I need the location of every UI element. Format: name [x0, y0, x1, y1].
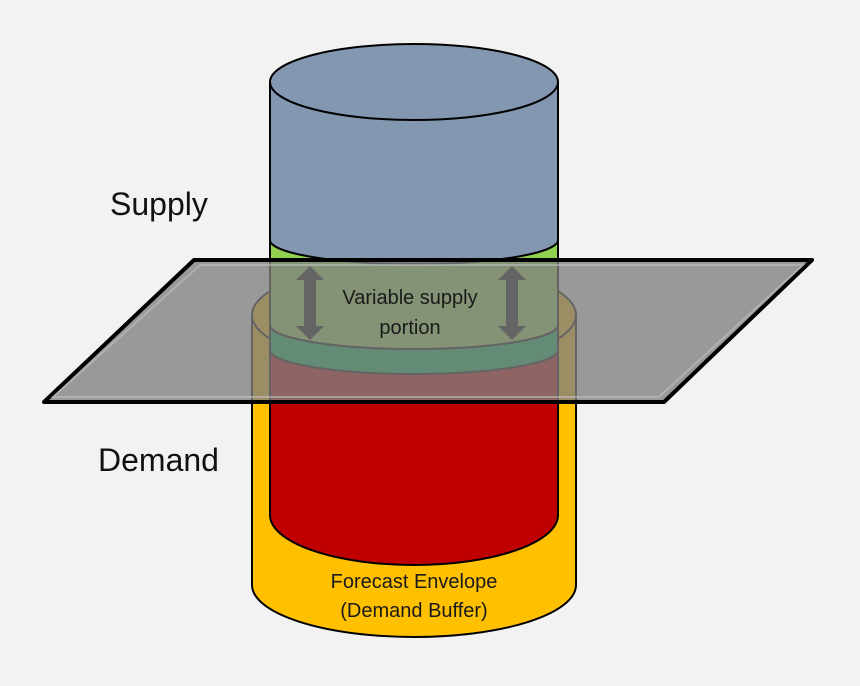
demand-label: Demand [98, 442, 219, 478]
supply-cylinder [269, 43, 559, 265]
plane-surface [42, 258, 814, 404]
supply-cylinder-top [269, 43, 559, 121]
forecast-envelope-label-line2: (Demand Buffer) [340, 600, 487, 622]
variable-supply-label-line1: Variable supply [342, 287, 477, 309]
supply-label: Supply [110, 186, 208, 222]
supply-demand-plane [42, 258, 814, 404]
plane-inner-bevel [50, 264, 806, 398]
variable-supply-label-line2: portion [379, 317, 440, 339]
forecast-envelope-label-line1: Forecast Envelope [331, 571, 498, 593]
